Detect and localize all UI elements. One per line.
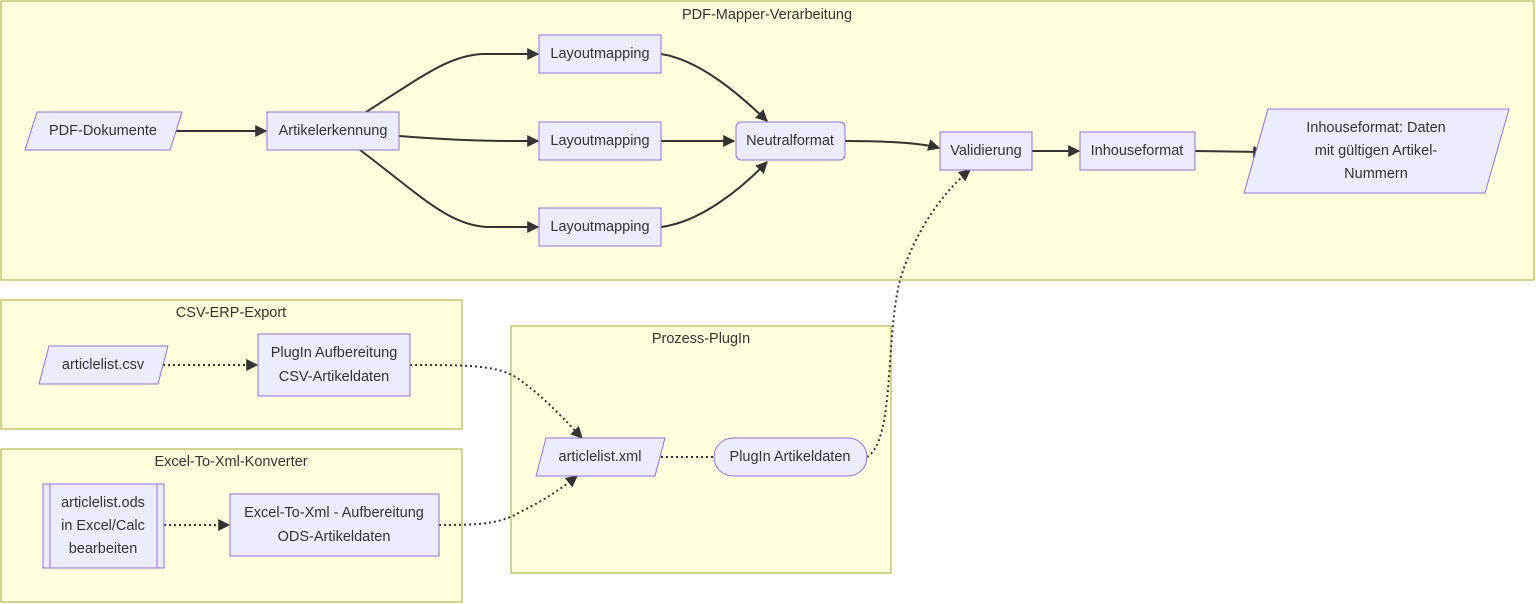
edge-layout3-to-neutralformat [660, 161, 768, 228]
node-articlelist-xml: articlelist.xml [535, 437, 666, 477]
cluster-title-prozess-plugin: Prozess-PlugIn [652, 331, 750, 347]
edge-layout1-to-neutralformat [660, 53, 768, 122]
edge-neutralformat-to-validierung [844, 139, 941, 151]
edge-excel-aufbereitung-to-xml [438, 475, 578, 526]
svg-text:articlelist.xml: articlelist.xml [559, 449, 642, 465]
svg-text:Neutralformat: Neutralformat [746, 133, 834, 149]
svg-text:PDF-Dokumente: PDF-Dokumente [49, 123, 157, 139]
cluster-title-csv-erp: CSV-ERP-Export [176, 305, 286, 321]
edge-plugin-artikeldaten-to-validierung [866, 169, 971, 458]
node-layoutmapping-3: Layoutmapping [538, 207, 662, 247]
svg-text:articlelist.csv: articlelist.csv [62, 357, 145, 373]
node-layoutmapping-1: Layoutmapping [538, 34, 662, 74]
node-articlelist-ods: articlelist.ods in Excel/Calc bearbeiten [42, 483, 165, 569]
svg-text:Layoutmapping: Layoutmapping [550, 133, 649, 149]
svg-text:Excel-To-Xml - Aufbereitung: Excel-To-Xml - Aufbereitung [244, 505, 424, 521]
svg-text:Validierung: Validierung [950, 143, 1021, 159]
svg-text:Artikelerkennung: Artikelerkennung [279, 123, 388, 139]
svg-text:PlugIn Aufbereitung: PlugIn Aufbereitung [271, 345, 398, 361]
edge-artikelerkennung-to-layout3 [359, 149, 540, 233]
svg-text:bearbeiten: bearbeiten [69, 541, 138, 557]
edge-inhouseformat-to-inhouse-daten [1194, 145, 1266, 158]
edge-artikelerkennung-to-layout1 [365, 48, 540, 113]
node-plugin-artikeldaten: PlugIn Artikeldaten [713, 437, 868, 477]
node-neutralformat: Neutralformat [735, 121, 846, 161]
node-artikelerkennung: Artikelerkennung [266, 111, 400, 151]
svg-text:mit gültigen Artikel-: mit gültigen Artikel- [1315, 143, 1438, 159]
node-inhouseformat-daten: Inhouseformat: Daten mit gültigen Artike… [1243, 108, 1510, 194]
svg-text:Inhouseformat: Inhouseformat [1091, 143, 1184, 159]
node-pdf-dokumente: PDF-Dokumente [24, 111, 183, 151]
node-layoutmapping-2: Layoutmapping [538, 121, 662, 161]
edge-artikelerkennung-to-layout2 [398, 135, 540, 147]
cluster-title-pdf-mapper: PDF-Mapper-Verarbeitung [682, 7, 852, 23]
svg-text:Layoutmapping: Layoutmapping [550, 46, 649, 62]
svg-text:CSV-Artikeldaten: CSV-Artikeldaten [279, 369, 389, 385]
svg-text:Inhouseformat: Daten: Inhouseformat: Daten [1306, 120, 1445, 136]
svg-text:PlugIn Artikeldaten: PlugIn Artikeldaten [730, 449, 851, 465]
svg-text:Layoutmapping: Layoutmapping [550, 219, 649, 235]
node-plugin-aufbereitung: PlugIn Aufbereitung CSV-Artikeldaten [257, 333, 411, 397]
svg-text:articlelist.ods: articlelist.ods [61, 495, 145, 511]
svg-text:in Excel/Calc: in Excel/Calc [61, 518, 145, 534]
svg-text:Nummern: Nummern [1344, 166, 1408, 182]
node-inhouseformat: Inhouseformat [1079, 131, 1196, 171]
node-articlelist-csv: articlelist.csv [38, 345, 169, 385]
node-validierung: Validierung [939, 131, 1033, 171]
cluster-title-excel-to-xml: Excel-To-Xml-Konverter [154, 454, 307, 470]
node-excel-aufbereitung: Excel-To-Xml - Aufbereitung ODS-Artikeld… [229, 493, 440, 557]
svg-text:ODS-Artikeldaten: ODS-Artikeldaten [278, 529, 391, 545]
